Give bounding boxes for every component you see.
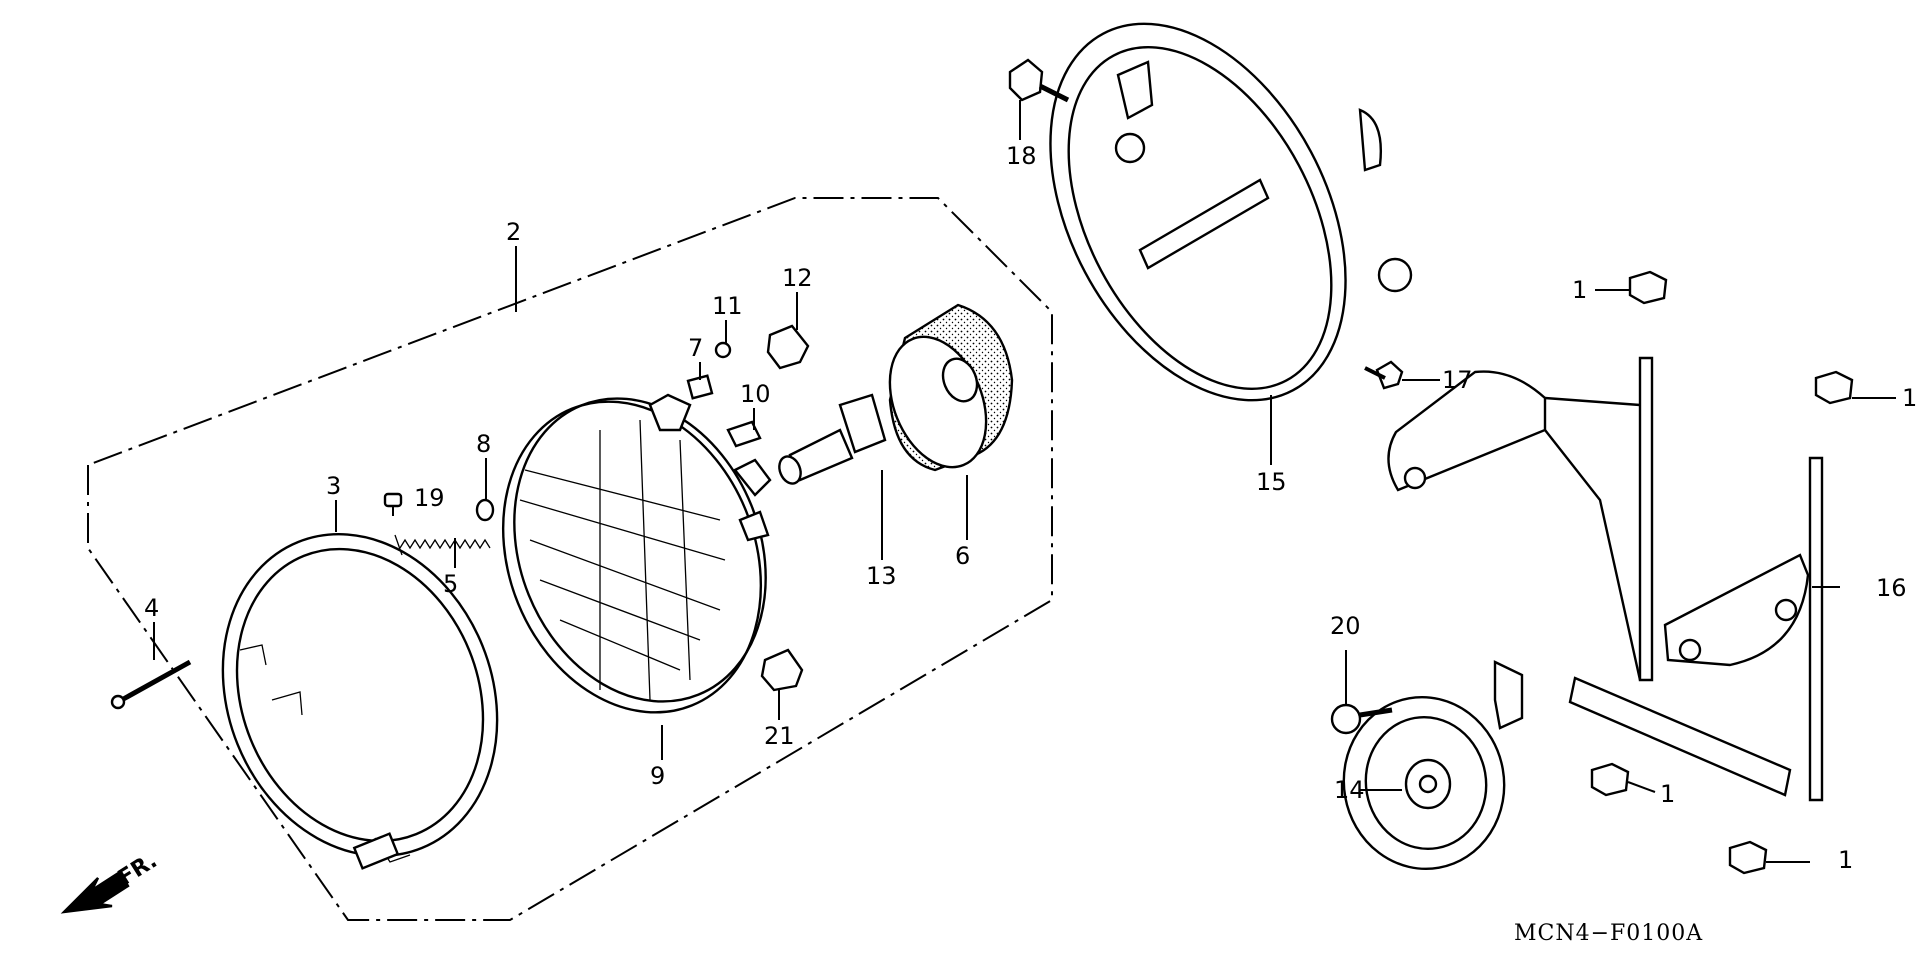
- headlight-unit: [501, 393, 772, 714]
- callout-21: 21: [764, 722, 795, 750]
- callout-3: 3: [326, 472, 341, 500]
- headlight-bulb: [778, 393, 887, 485]
- callout-13: 13: [866, 562, 897, 590]
- callout-18: 18: [1006, 142, 1037, 170]
- horn: [1342, 660, 1524, 871]
- callout-1-c: 1: [1660, 780, 1675, 808]
- callout-15: 15: [1256, 468, 1287, 496]
- callout-19: 19: [414, 484, 445, 512]
- callout-8: 8: [476, 430, 491, 458]
- rubber-grommet-c: [1590, 762, 1630, 797]
- callout-16: 16: [1876, 574, 1907, 602]
- rubber-grommet-d: [1728, 840, 1768, 875]
- rubber-grommet-b: [1814, 370, 1854, 405]
- callout-1-a: 1: [1572, 276, 1587, 304]
- callout-9: 9: [650, 762, 665, 790]
- callout-10: 10: [740, 380, 771, 408]
- callout-17: 17: [1442, 366, 1473, 394]
- square-nut: [686, 374, 714, 400]
- headlight-case: [1049, 22, 1413, 402]
- callout-2: 2: [506, 218, 521, 246]
- callout-14: 14: [1334, 776, 1365, 804]
- callout-20: 20: [1330, 612, 1361, 640]
- small-screw: [383, 492, 403, 516]
- dust-cover: [888, 303, 1014, 472]
- callout-1-b: 1: [1902, 384, 1917, 412]
- callout-5: 5: [443, 570, 458, 598]
- callout-1-d: 1: [1838, 846, 1853, 874]
- rubber-grommet-a: [1628, 270, 1668, 305]
- diagram-code: MCN4−F0100A: [1514, 921, 1703, 946]
- callout-4: 4: [144, 594, 159, 622]
- spring-clip-lower: [760, 648, 804, 692]
- hex-nut: [714, 341, 732, 359]
- long-screw: [110, 659, 192, 710]
- headlight-bracket: [1387, 356, 1824, 802]
- callout-6: 6: [955, 542, 970, 570]
- assembly-outline: [87, 197, 1053, 921]
- washer: [475, 498, 495, 522]
- callout-11: 11: [712, 292, 743, 320]
- flange-bolt-small: [1364, 360, 1404, 390]
- adjuster-spring: [399, 538, 491, 550]
- leader-lines: [153, 100, 1896, 863]
- spring-clip-upper: [766, 324, 810, 370]
- flange-bolt-upper: [1008, 58, 1070, 103]
- front-direction-arrow: FR.: [60, 848, 162, 914]
- rubber-plate: [726, 420, 762, 448]
- callout-12: 12: [782, 264, 813, 292]
- callout-7: 7: [688, 334, 703, 362]
- headlight-rim: [221, 533, 499, 870]
